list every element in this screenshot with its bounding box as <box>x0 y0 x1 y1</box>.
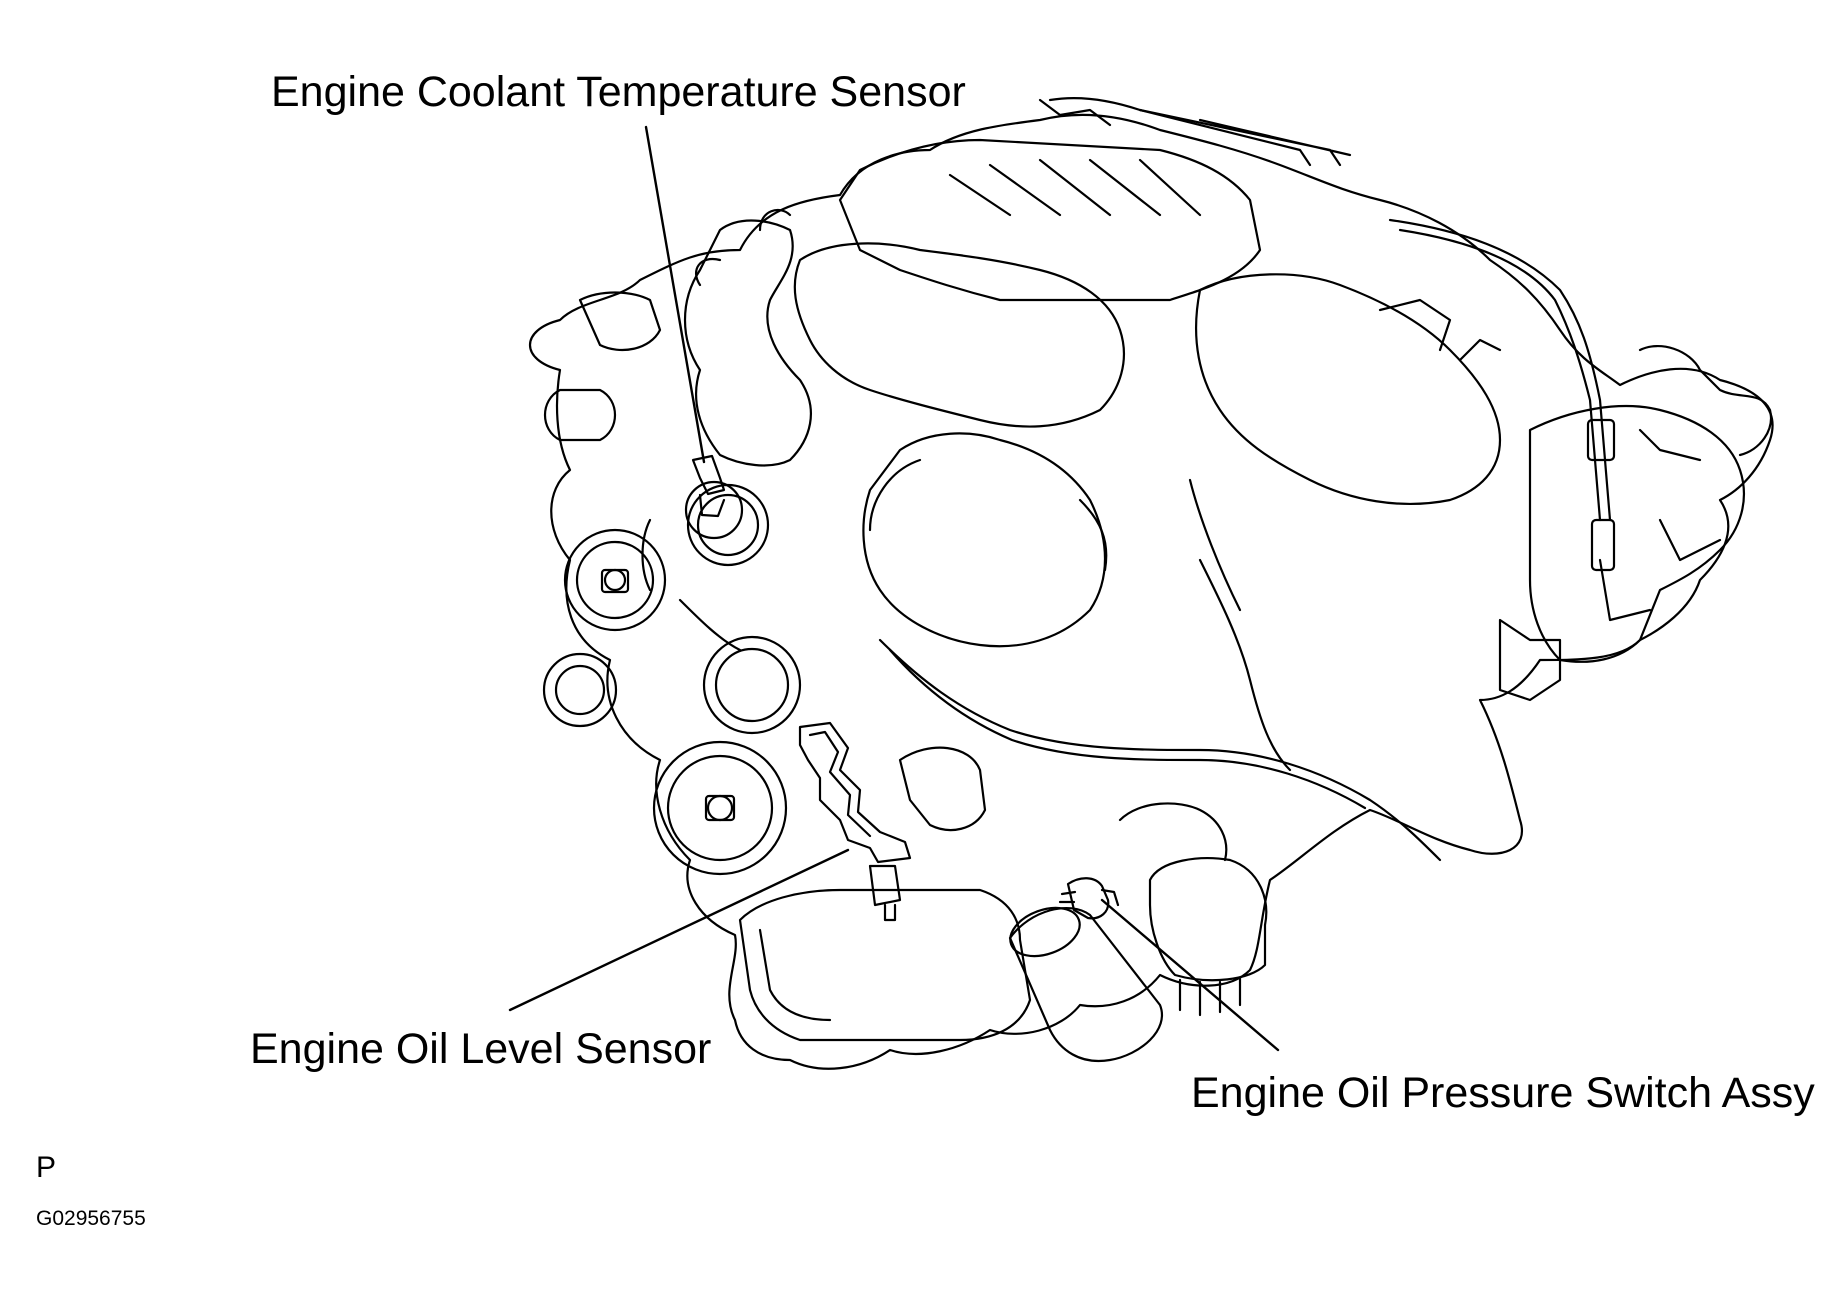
engine-mount <box>1148 857 1268 982</box>
coolant-temperature-sensor <box>691 454 726 496</box>
engine-block-outline <box>529 113 1774 1070</box>
coolant-sensor-label: Engine Coolant Temperature Sensor <box>271 68 966 116</box>
throttle-body <box>862 432 1106 648</box>
oil-level-sensor <box>868 864 902 922</box>
oil-level-sensor-bracket <box>798 721 912 864</box>
wiring-harness <box>878 638 1442 862</box>
transmission-housing <box>1528 404 1745 663</box>
valve-cover-right <box>1194 273 1502 505</box>
oil-level-sensor-leader <box>508 848 850 1012</box>
oil-filter <box>1008 907 1163 1063</box>
figure-code: G02956755 <box>36 1207 146 1230</box>
coolant-sensor-leader <box>644 125 706 464</box>
crankshaft-pulley <box>652 740 788 876</box>
oil-pressure-switch <box>1066 877 1110 920</box>
valve-cover-left <box>793 242 1125 428</box>
intake-manifold <box>838 138 1262 302</box>
water-pump-pulley <box>702 635 802 735</box>
view-letter: P <box>36 1151 57 1184</box>
oil-level-sensor-label: Engine Oil Level Sensor <box>250 1025 712 1073</box>
oil-pressure-switch-leader <box>1100 898 1280 1052</box>
oil-pressure-switch-label: Engine Oil Pressure Switch Assy <box>1191 1069 1815 1117</box>
alternator-pulley <box>563 528 667 632</box>
idler-pulley <box>542 652 618 728</box>
upper-hose <box>1388 218 1612 522</box>
left-cylinder-head <box>684 219 812 467</box>
